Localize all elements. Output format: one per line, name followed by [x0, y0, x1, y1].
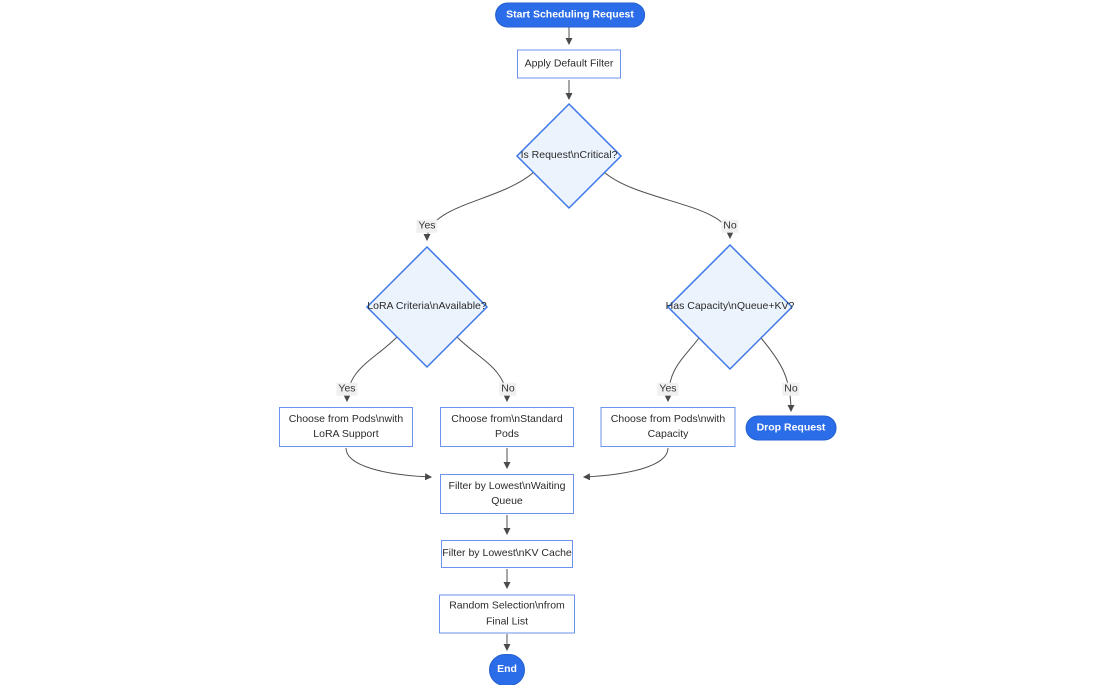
edge-label-lora-yes: Yes	[336, 382, 358, 396]
node-start: Start Scheduling Request	[495, 2, 645, 28]
node-apply-default-filter: Apply Default Filter	[517, 49, 621, 79]
edge-capacity-no	[760, 337, 795, 413]
edge-is-critical-no	[603, 171, 734, 240]
node-has-capacity-label: Has Capacity\nQueue+KV?	[665, 300, 795, 313]
node-choose-capacity-pods: Choose from Pods\nwith Capacity	[600, 407, 736, 447]
node-choose-lora-pods: Choose from Pods\nwith LoRA Support	[279, 407, 413, 447]
edge-label-lora-no: No	[499, 382, 517, 396]
edge-label-capacity-yes: Yes	[657, 382, 679, 396]
decision-diamond-lora-criteria	[365, 245, 489, 369]
node-end: End	[489, 654, 525, 685]
edge-choose-lora-to-filter-waiting	[345, 447, 433, 481]
edge-choose-capacity-to-filter-waiting	[582, 447, 669, 481]
edge-label-capacity-no: No	[782, 382, 800, 396]
node-choose-standard-pods: Choose from\nStandard Pods	[440, 407, 574, 447]
edge-label-critical-yes: Yes	[416, 219, 438, 233]
node-filter-waiting-queue: Filter by Lowest\nWaiting Queue	[440, 474, 574, 514]
node-is-critical-label: Is Request\nCritical?	[520, 149, 618, 162]
decision-diamond-is-critical	[515, 102, 623, 210]
edge-is-critical-yes	[423, 171, 535, 242]
decision-diamond-has-capacity	[666, 243, 794, 371]
node-random-selection: Random Selection\nfrom Final List	[439, 594, 575, 634]
node-lora-criteria-label: LoRA Criteria\nAvailable?	[367, 300, 487, 313]
edge-label-critical-no: No	[721, 219, 739, 233]
node-drop-request: Drop Request	[745, 415, 837, 441]
node-filter-kv-cache: Filter by Lowest\nKV Cache	[441, 540, 573, 568]
